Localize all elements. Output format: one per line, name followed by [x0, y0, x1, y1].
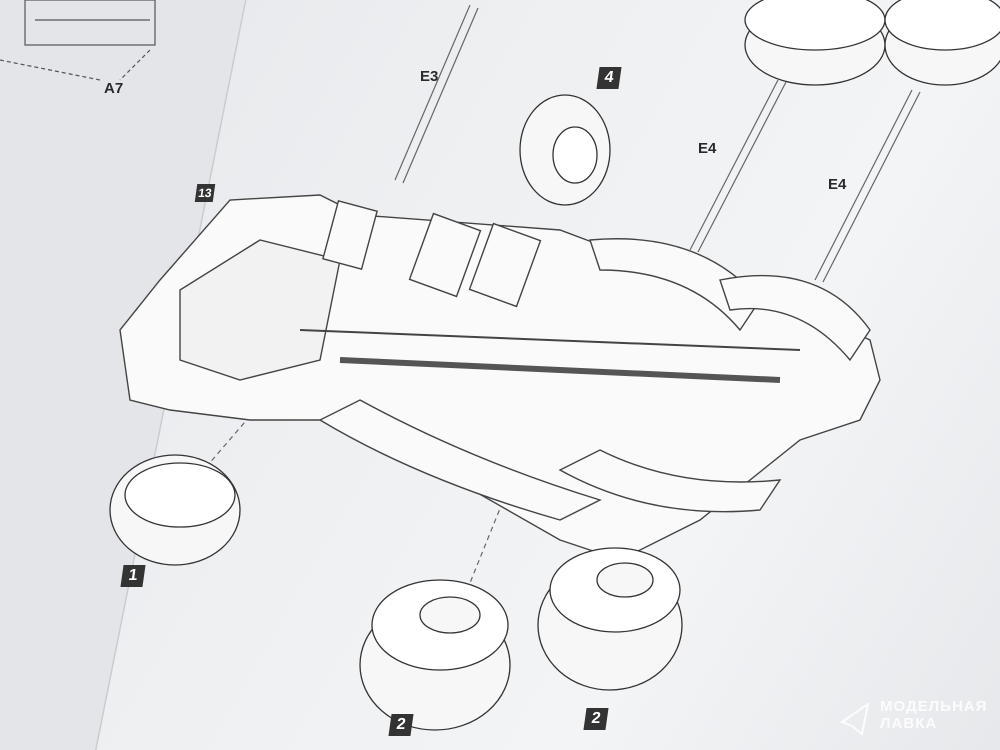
step-badge: 13	[194, 184, 216, 202]
watermark-logo-icon	[839, 701, 870, 736]
step-badge: 4	[596, 67, 622, 89]
wheels	[109, 0, 1000, 731]
part-label-e4: E4	[828, 176, 847, 193]
watermark-line1: МОДЕЛЬНАЯ	[880, 698, 988, 715]
part-label-e4: E4	[698, 140, 717, 157]
part-label-a7: A7	[104, 80, 124, 97]
step-badge: 2	[583, 708, 609, 730]
watermark: МОДЕЛЬНАЯ ЛАВКА	[880, 698, 987, 732]
wheel-rear-mid	[359, 579, 511, 731]
wheel-rear-top-left	[744, 0, 886, 86]
watermark-line2: ЛАВКА	[880, 715, 938, 732]
truck-chassis	[119, 194, 881, 561]
wheel-front-top	[519, 94, 611, 206]
step-badge: 1	[120, 565, 146, 587]
wheel-front-bottom	[109, 454, 241, 566]
step-badge: 2	[388, 714, 414, 736]
wheel-rear-top-right	[884, 0, 1000, 86]
wheel-rear-right	[537, 547, 683, 691]
part-label-e3: E3	[420, 68, 439, 85]
previous-step-fragment	[0, 0, 156, 81]
